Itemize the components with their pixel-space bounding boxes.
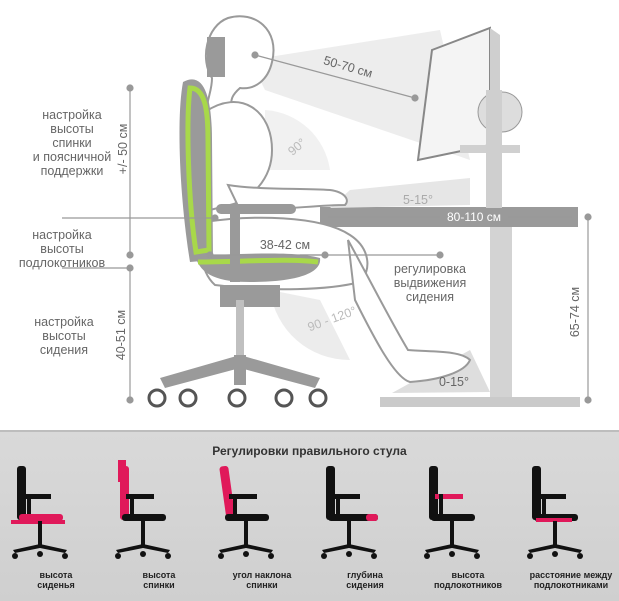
chair-adjustment-caption: глубина сидения [314, 570, 416, 590]
chair-adjustment-item: угол наклона спинки [211, 454, 313, 599]
ergonomic-workplace-illustration [0, 0, 619, 428]
chair-back-angle-icon [211, 454, 313, 569]
back-range-value: +/- 50 см [116, 114, 130, 184]
chair-back-height-icon [108, 454, 210, 569]
foot-angle-value: 0-15° [436, 375, 472, 389]
seat-height-label: настройка высоты сидения [14, 315, 114, 357]
chair-adjustment-item: высота спинки [108, 454, 210, 599]
chair-adjustment-item: глубина сидения [314, 454, 416, 599]
chair-armrest-distance-icon [520, 454, 619, 569]
chair-adjustment-caption: высота сиденья [5, 570, 107, 590]
seat-depth-label: регулировка выдвижения сидения [380, 262, 480, 304]
back-height-label: настройка высоты спинки и поясничной под… [20, 108, 124, 178]
seat-height-value: 40-51 см [114, 300, 128, 370]
chair-adjustments-panel: Регулировки правильного стула высота сид… [0, 430, 619, 601]
ergonomics-diagram: настройка высоты спинки и поясничной под… [0, 0, 619, 428]
chair-armrest-height-icon [417, 454, 519, 569]
seat-depth-value: 38-42 см [255, 238, 315, 252]
forearm-angle-value: 5-15° [398, 193, 438, 207]
chair-adjustment-caption: расстояние между подлокотниками [520, 570, 619, 590]
chair-adjustment-item: расстояние между подлокотниками [520, 454, 619, 599]
chair-seat-height-icon [5, 454, 107, 569]
armrest-height-label: настройка высоты подлокотников [10, 228, 114, 270]
desk-height-value: 65-74 см [568, 277, 582, 347]
chair-adjustment-caption: угол наклона спинки [211, 570, 313, 590]
chair-adjustment-item: высота подлокотников [417, 454, 519, 599]
chair-adjustment-caption: высота спинки [108, 570, 210, 590]
chair-seat-depth-icon [314, 454, 416, 569]
chair-adjustment-item: высота сиденья [5, 454, 107, 599]
chair-adjustment-caption: высота подлокотников [417, 570, 519, 590]
desk-width-value: 80-110 см [440, 211, 508, 224]
